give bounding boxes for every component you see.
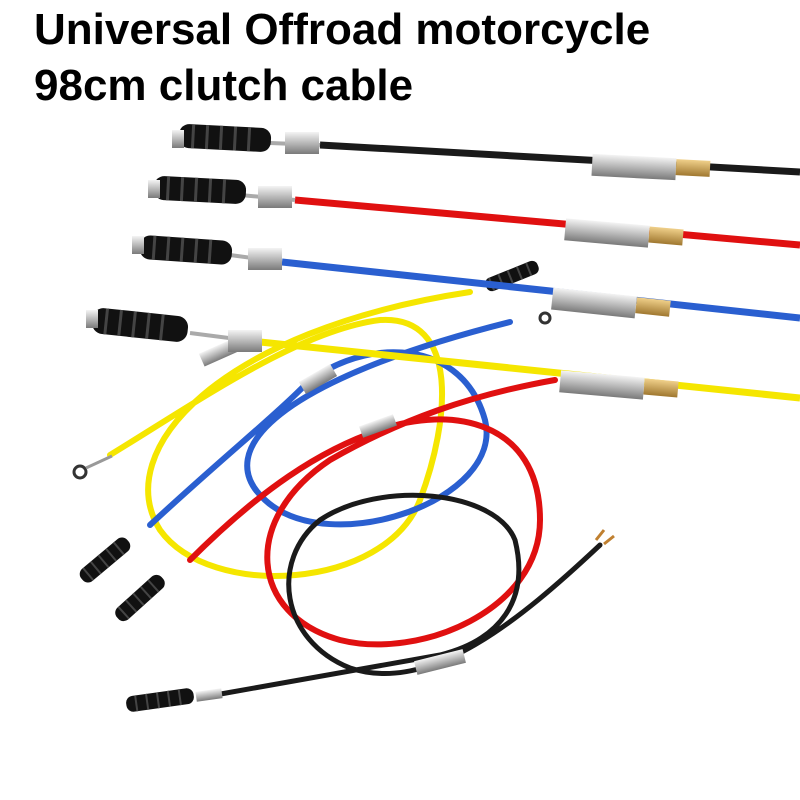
boot-icon bbox=[178, 124, 272, 152]
boot-icon bbox=[91, 308, 189, 342]
yellow-cable-coiled bbox=[72, 260, 539, 579]
boot-icon bbox=[79, 537, 131, 583]
product-title: Universal Offroad motorcycle 98cm clutch… bbox=[34, 2, 650, 114]
black-cable-coiled bbox=[126, 492, 615, 712]
title-line-1: Universal Offroad motorcycle bbox=[34, 5, 651, 54]
black-cable-straight bbox=[172, 124, 800, 181]
boot-icon bbox=[139, 235, 233, 265]
red-cable-coiled bbox=[115, 377, 558, 648]
blue-cable-coiled bbox=[79, 311, 552, 583]
red-cable-straight bbox=[148, 176, 800, 249]
boot-icon bbox=[115, 574, 165, 622]
title-line-2: 98cm clutch cable bbox=[34, 61, 414, 110]
boot-icon bbox=[126, 688, 194, 712]
blue-cable-straight bbox=[132, 235, 800, 322]
yellow-cable-straight bbox=[86, 308, 800, 402]
boot-icon bbox=[153, 176, 247, 204]
